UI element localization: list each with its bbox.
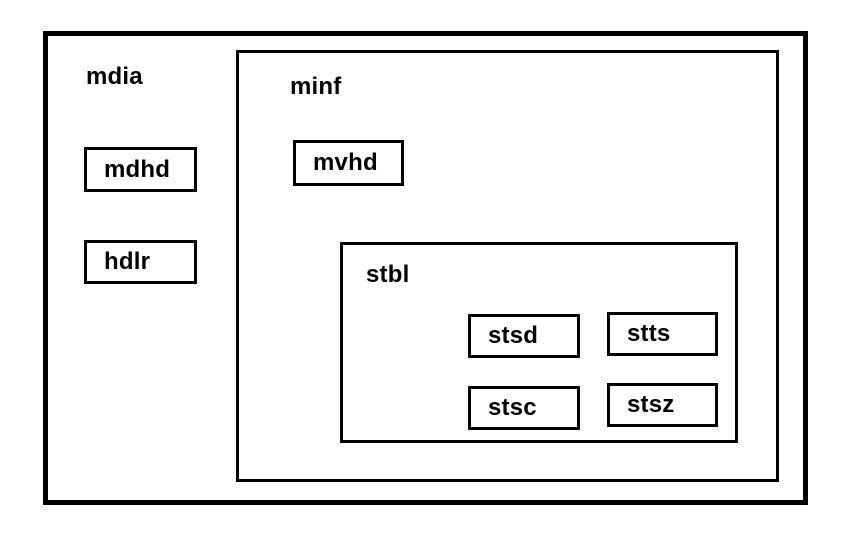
stbl-label: stbl <box>366 261 410 288</box>
minf-box: minf mvhd stbl stsd stts stsc stsz <box>236 50 779 482</box>
stsc-box: stsc <box>468 386 580 430</box>
stts-box: stts <box>607 312 718 356</box>
mvhd-label: mvhd <box>313 149 378 176</box>
stbl-box: stbl stsd stts stsc stsz <box>340 242 738 443</box>
stsz-box: stsz <box>607 383 718 427</box>
mdia-label: mdia <box>86 63 143 90</box>
mdhd-box: mdhd <box>84 147 197 192</box>
stsd-label: stsd <box>488 322 539 349</box>
stts-label: stts <box>627 320 671 347</box>
stsc-label: stsc <box>488 394 537 421</box>
stsd-box: stsd <box>468 314 580 358</box>
mdia-box: mdia mdhd hdlr minf mvhd stbl stsd stts <box>43 31 808 505</box>
hdlr-box: hdlr <box>84 240 197 284</box>
hdlr-label: hdlr <box>104 248 151 275</box>
mvhd-box: mvhd <box>293 140 404 186</box>
minf-label: minf <box>290 73 342 100</box>
mdhd-label: mdhd <box>104 155 171 183</box>
stsz-label: stsz <box>627 391 675 418</box>
